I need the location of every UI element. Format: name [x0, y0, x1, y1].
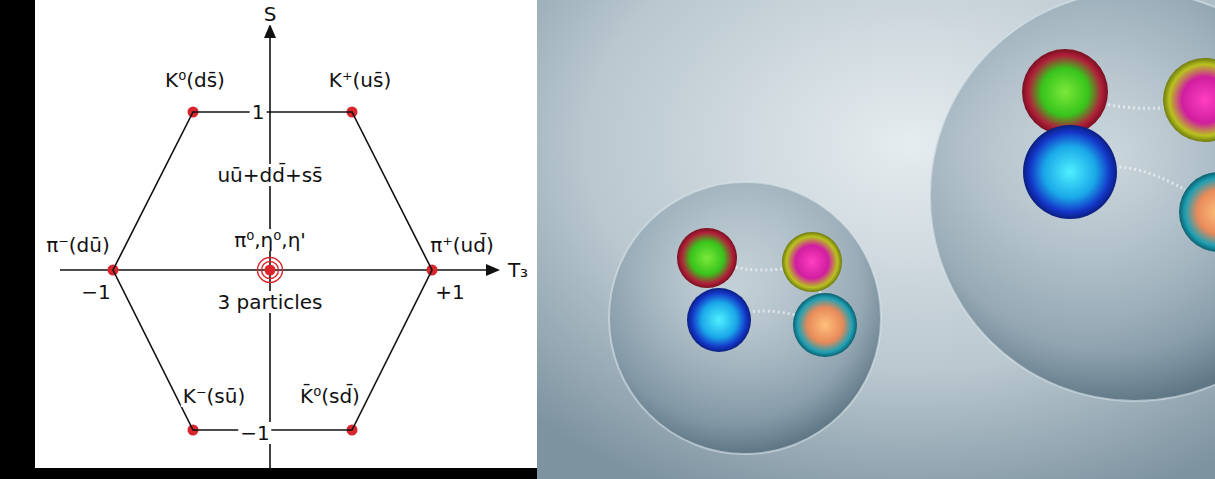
- pentaquark-bubble: [930, 0, 1215, 401]
- axis-tick: −1: [79, 281, 112, 303]
- tetraquark-bubble: [609, 182, 881, 454]
- axis-name: S: [262, 3, 279, 25]
- particle-label: K⁻(sū): [181, 385, 247, 407]
- axis-arrowhead: [486, 264, 500, 276]
- multiplet-text: 3 particles: [216, 291, 325, 313]
- axis-tick: −1: [238, 422, 271, 444]
- particle-label: π⁻(dū): [44, 234, 112, 256]
- multiplet-text: π⁰,η⁰,η': [232, 229, 308, 251]
- axis-arrowhead: [264, 24, 276, 38]
- axis-name: T₃: [506, 259, 530, 281]
- center-ring: [258, 258, 283, 283]
- hexagon-outline: [113, 112, 432, 430]
- particle-label: K̄⁰(sd̄): [298, 385, 362, 407]
- hexagon-outline: [113, 112, 432, 430]
- particle-label: K⁺(us̄): [327, 69, 393, 91]
- center-ring: [262, 262, 279, 279]
- quark-illustration: [537, 0, 1215, 479]
- multiplet-hexagon: uū+dd̄+ss̄ π⁰,η⁰,η' 3 particles: [113, 112, 432, 430]
- multiplet-text: uū+dd̄+ss̄: [215, 164, 324, 186]
- axis-tick: +1: [433, 281, 466, 303]
- axis-tick: 1: [250, 101, 267, 123]
- particle-label: π⁺(ud̄): [428, 234, 496, 256]
- s-axis: [269, 34, 271, 470]
- state-dot: [265, 265, 276, 276]
- particle-label: K⁰(ds̄): [163, 69, 227, 91]
